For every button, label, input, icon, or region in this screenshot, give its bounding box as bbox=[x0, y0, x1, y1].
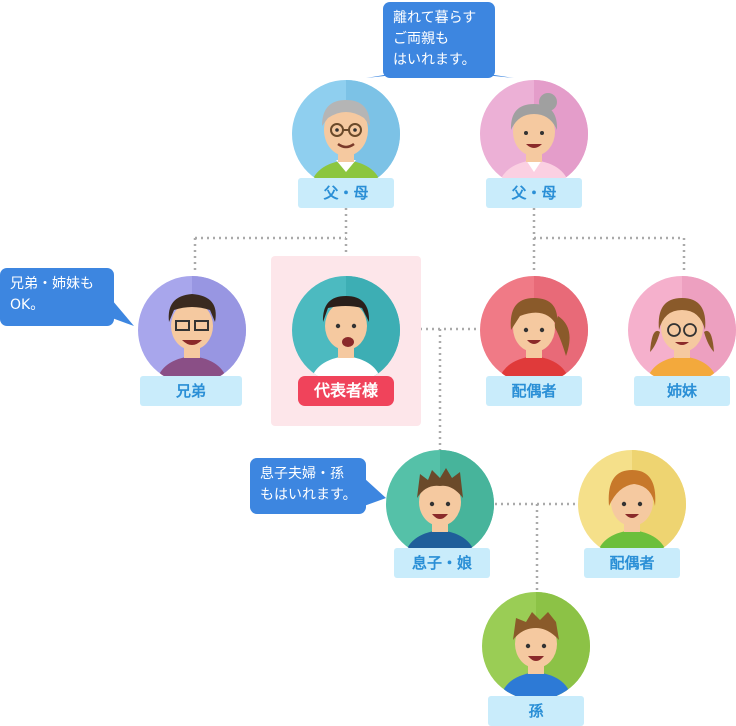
grandchild-label: 孫 bbox=[488, 696, 584, 726]
bubble-line: 兄弟・姉妹も bbox=[10, 276, 94, 292]
spouse-avatar bbox=[480, 276, 588, 384]
sister-label: 姉妹 bbox=[634, 376, 730, 406]
siblings-speech-bubble: 兄弟・姉妹も OK。 bbox=[0, 268, 114, 326]
bubble-line: もはいれます。 bbox=[260, 487, 357, 503]
spouse-label: 配偶者 bbox=[486, 376, 582, 406]
connector-to-sister bbox=[534, 236, 686, 274]
mother-label: 父・母 bbox=[486, 178, 582, 208]
bubble-line: OK。 bbox=[10, 297, 45, 313]
bubble-line: 離れて暮らす bbox=[393, 10, 477, 26]
sister-avatar bbox=[628, 276, 736, 384]
representative-avatar bbox=[292, 276, 400, 384]
children-speech-bubble: 息子夫婦・孫 もはいれます。 bbox=[250, 458, 366, 514]
bubble-line: はいれます。 bbox=[393, 52, 476, 68]
representative-label: 代表者様 bbox=[298, 376, 394, 406]
son-avatar bbox=[386, 450, 494, 558]
grandchild-avatar bbox=[482, 592, 590, 700]
brother-avatar bbox=[138, 276, 246, 384]
father-label: 父・母 bbox=[298, 178, 394, 208]
parents-bubble-tails bbox=[366, 74, 514, 78]
son-spouse-label: 配偶者 bbox=[584, 548, 680, 578]
son-spouse-avatar bbox=[578, 450, 686, 558]
bubble-line: 息子夫婦・孫 bbox=[260, 466, 344, 482]
siblings-bubble-tail bbox=[112, 300, 134, 326]
children-bubble-tail bbox=[364, 478, 386, 506]
father-avatar bbox=[292, 80, 400, 188]
bubble-line: ご両親も bbox=[393, 31, 449, 47]
parents-speech-bubble: 離れて暮らす ご両親も はいれます。 bbox=[383, 2, 495, 78]
son-label: 息子・娘 bbox=[394, 548, 490, 578]
brother-label: 兄弟 bbox=[140, 376, 242, 406]
mother-avatar bbox=[480, 80, 588, 188]
